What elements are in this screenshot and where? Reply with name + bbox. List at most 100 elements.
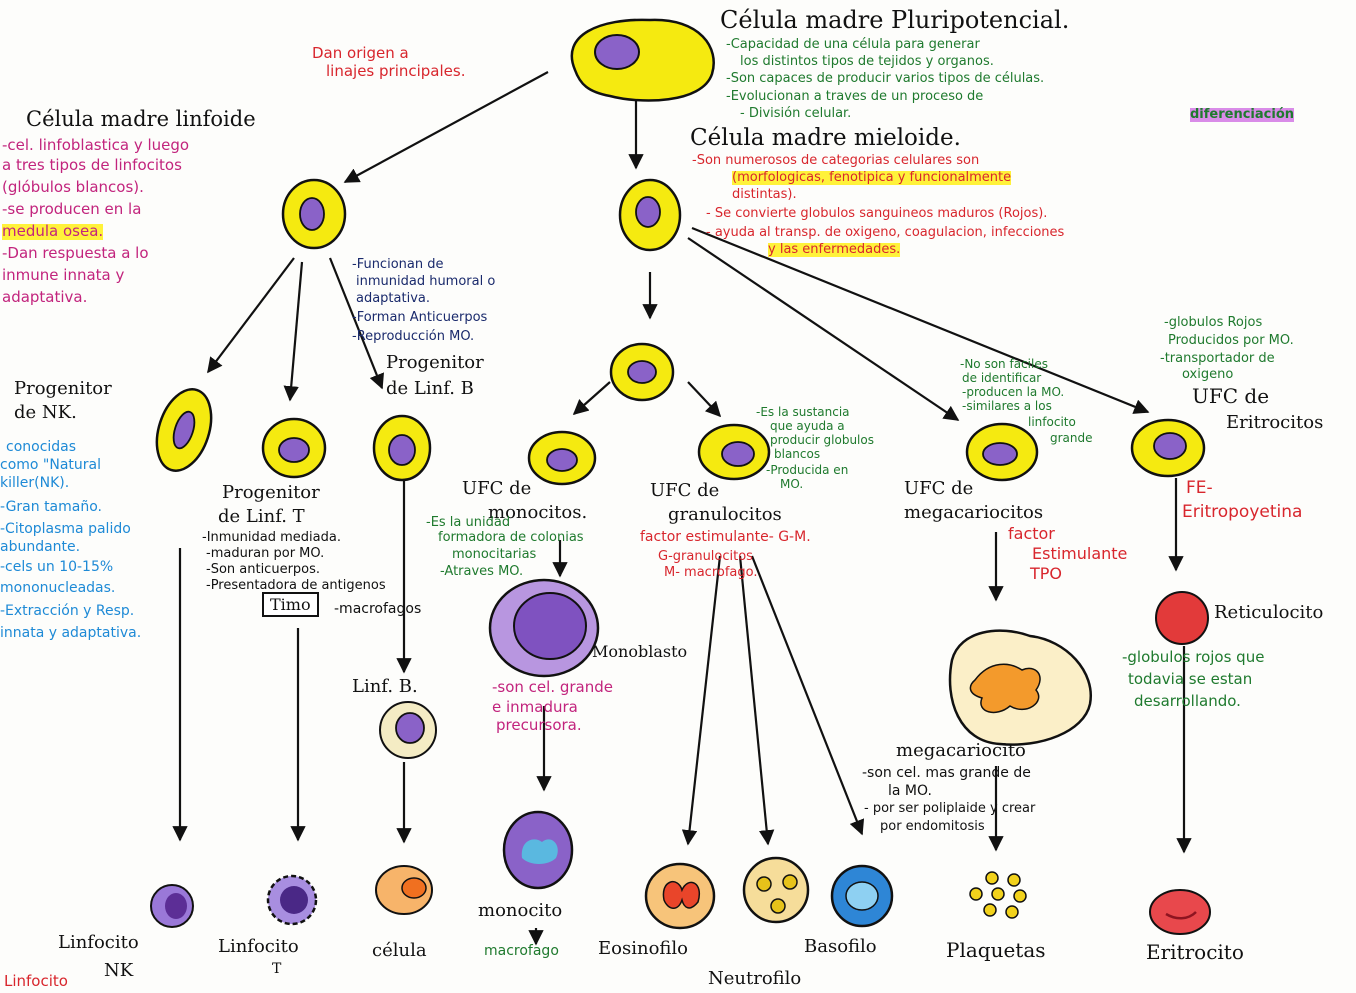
- ufc-gran-green-4: blancos: [774, 447, 821, 461]
- ufc-monocitos-cell: [527, 430, 597, 486]
- final-basofilo-label: Basofilo: [804, 936, 877, 957]
- arrow-myeloid-ery: [691, 226, 1150, 414]
- megacariocito-note-1: -son cel. mas grande de: [862, 765, 1031, 781]
- final-neutrofilo-label: Neutrofilo: [708, 968, 802, 989]
- celula-b-final: [375, 865, 433, 915]
- nk-note-7: -cels un 10-15%: [0, 559, 114, 575]
- b-function-3: adaptativa.: [356, 291, 431, 306]
- nk-note-1: conocidas: [6, 439, 77, 455]
- reticulocito-cell: [1155, 591, 1209, 645]
- b-function-1: -Funcionan de: [352, 257, 444, 272]
- t-note-2: -maduran por MO.: [206, 546, 325, 561]
- monoblasto-note-3: precursora.: [496, 716, 582, 734]
- plaquetas-cells: [969, 871, 1027, 919]
- t-progenitor-title-2: de Linf. T: [218, 506, 305, 527]
- basofilo-cell: [830, 864, 894, 928]
- ufc-mega-red-1: factor: [1008, 524, 1055, 543]
- megacariocito-cell: [948, 629, 1093, 746]
- ufc-mono-note-3: monocitarias: [452, 547, 537, 562]
- ufc-ery-green-1: -globulos Rojos: [1164, 315, 1263, 330]
- ufc-gran-green-5: -Producida en: [766, 463, 849, 477]
- arrow-gran-neu: [738, 555, 775, 846]
- final-monocito-label: monocito: [478, 900, 563, 921]
- pluripotent-note-6: - División celular.: [740, 106, 852, 121]
- final-cell-label: célula: [372, 940, 427, 961]
- nk-note-9: -Extracción y Resp.: [0, 603, 135, 619]
- ufc-ery-green-2: Producidos por MO.: [1168, 333, 1294, 348]
- ufc-megacariocitos-cell: [965, 422, 1039, 482]
- monoblasto-label: Monoblasto: [592, 642, 688, 661]
- pluripotent-note-1: -Capacidad de una célula para generar: [726, 37, 980, 52]
- lymphoid-note-7: inmune innata y: [2, 266, 125, 284]
- nk-note-8: mononucleadas.: [0, 580, 116, 596]
- lymphoid-note-6: -Dan respuesta a lo: [2, 244, 149, 262]
- pluripotent-note-4: -Evolucionan a traves de un proceso de: [726, 89, 984, 104]
- lymphoid-stem-cell: [281, 178, 347, 250]
- ufc-ery-red-1: FE-: [1186, 478, 1213, 498]
- ufc-gran-red-2: G-granulocitos: [658, 549, 753, 564]
- eosinofilo-cell: [644, 862, 716, 930]
- monoblasto-note-2: e inmadura: [492, 698, 578, 716]
- b-function-2: inmunidad humoral o: [356, 274, 496, 289]
- nk-note-2: como "Natural: [0, 457, 101, 473]
- megacariocito-note-3: - por ser poliplaide y crear: [864, 801, 1036, 816]
- b-function-4: -Forman Anticuerpos: [352, 310, 488, 325]
- b-progenitor-title-2: de Linf. B: [386, 378, 474, 399]
- arrow-gran-baso: [750, 555, 865, 836]
- arrow-gran-eos: [681, 555, 722, 846]
- myeloid-note-3: distintas).: [732, 187, 797, 202]
- pluripotent-note-3: -Son capaces de producir varios tipos de…: [726, 71, 1045, 86]
- ufc-gran-red-1: factor estimulante- G-M.: [640, 529, 811, 545]
- myeloid-note-6: y las enfermedades.: [768, 242, 901, 257]
- monocito-cell: [502, 810, 574, 890]
- origin-note-1: Dan origen a: [312, 44, 409, 62]
- monoblasto-note-1: -son cel. grande: [492, 678, 613, 696]
- ufc-gran-green-6: MO.: [780, 477, 804, 491]
- arrows: [172, 71, 1192, 946]
- linf-b-cell: [379, 701, 437, 759]
- myeloid-note-2: (morfologicas, fenotipica y funcionalmen…: [732, 170, 1012, 185]
- ufc-mega-title-2: megacariocitos: [904, 502, 1044, 523]
- pluripotent-note-5: diferenciación: [1190, 107, 1294, 122]
- ufc-ery-red-2: Eritropoyetina: [1182, 502, 1303, 522]
- lymphoid-note-4: -se producen en la: [2, 200, 142, 218]
- ufc-monocitos-title-1: UFC de: [462, 478, 532, 499]
- megacariocito-note-2: la MO.: [888, 783, 932, 799]
- final-nk-label-1: Linfocito: [58, 932, 139, 953]
- myeloid-note-4: - Se convierte globulos sanguineos madur…: [706, 206, 1048, 221]
- ufc-mono-note-1: -Es la unidad: [426, 515, 511, 530]
- b-progenitor-title-1: Progenitor: [386, 352, 484, 373]
- ufc-mega-title-1: UFC de: [904, 478, 974, 499]
- ufc-gran-red-3: M- macrofago.: [664, 565, 758, 580]
- ufc-mono-note-2: formadora de colonias: [438, 530, 584, 545]
- lymphoid-title: Célula madre linfoide: [26, 107, 256, 131]
- ufc-eritrocitos-cell: [1130, 418, 1206, 478]
- myeloid-stem-cell: [618, 178, 682, 252]
- arrow-lymphoid-nk: [207, 257, 295, 374]
- myeloid-title: Célula madre mieloide.: [690, 125, 961, 151]
- pluripotent-note-2: los distintos tipos de tejidos y organos…: [740, 54, 994, 69]
- lymphoid-note-1: -cel. linfoblastica y luego: [2, 136, 190, 154]
- nk-note-5: -Citoplasma palido: [0, 521, 131, 537]
- final-nk-label-2: NK: [104, 960, 134, 981]
- arrow-myeloid-mega: [687, 237, 960, 421]
- reticulocito-note-1: -globulos rojos que: [1122, 648, 1265, 666]
- arrow-lymphoid-b: [328, 257, 385, 390]
- monoblasto-cell: [488, 578, 600, 678]
- arrow-to-lymphoid: [343, 71, 549, 183]
- final-eritrocito-label: Eritrocito: [1146, 940, 1244, 964]
- megacariocito-label: megacariocito: [896, 740, 1026, 761]
- ufc-mega-green-4: -similares a los: [962, 399, 1052, 413]
- myeloid-intermediate-cell: [609, 342, 675, 402]
- lymphoid-note-8: adaptativa.: [2, 288, 88, 306]
- linfocito-t-cell: [266, 874, 318, 926]
- t-note-3: -Son anticuerpos.: [206, 562, 321, 577]
- arrow-lymphoid-t: [283, 261, 304, 402]
- ufc-gran-green-2: que ayuda a: [770, 419, 845, 433]
- ufc-mono-note-4: -Atraves MO.: [440, 564, 524, 579]
- origin-note-2: linajes principales.: [326, 62, 466, 80]
- final-t-label-1: Linfocito: [218, 936, 299, 957]
- ufc-ery-green-4: oxigeno: [1182, 367, 1234, 382]
- final-eosinofilo-label: Eosinofilo: [598, 938, 688, 959]
- ufc-ery-title-1: UFC de: [1192, 384, 1270, 408]
